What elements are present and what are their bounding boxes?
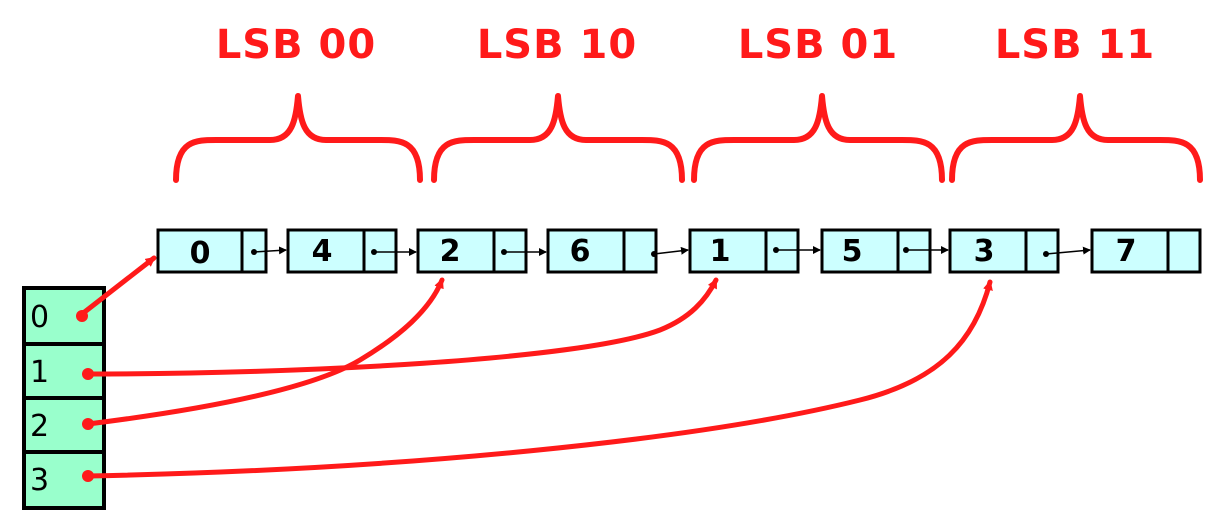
group-label-lsb-00: LSB 00	[216, 22, 376, 68]
next-arrow	[1045, 246, 1091, 255]
list-node: 2	[416, 228, 528, 274]
list-node: 5	[820, 228, 932, 274]
node-value: 3	[974, 234, 995, 269]
next-arrow	[653, 246, 689, 255]
list-node: 0	[156, 228, 268, 274]
index-label-1: 1	[30, 355, 49, 390]
next-arrow	[253, 246, 287, 255]
next-pointer-arrows	[253, 246, 1091, 256]
brace-lsb-11	[949, 93, 1203, 183]
brace-lsb-00	[173, 93, 423, 183]
node-value: 0	[190, 236, 211, 271]
group-label-lsb-01: LSB 01	[738, 22, 898, 68]
node-value: 6	[570, 234, 591, 269]
list-node: 4	[286, 228, 398, 274]
list-node: 7	[1090, 228, 1202, 274]
bucket-pointer-1	[85, 277, 719, 377]
brace-lsb-10	[431, 93, 685, 183]
bucket-pointer-0	[79, 255, 157, 317]
list-node: 3	[948, 228, 1060, 274]
linked-list: 0 4 2 6 1 5	[156, 228, 1202, 274]
index-label-0: 0	[30, 300, 49, 335]
node-value: 7	[1116, 234, 1137, 269]
node-value: 2	[440, 234, 461, 269]
node-value: 5	[842, 234, 863, 269]
bucket-pointer-3	[85, 279, 993, 479]
bucket-pointer-2	[85, 277, 445, 427]
group-label-lsb-10: LSB 10	[477, 22, 637, 68]
list-node: 1	[688, 228, 800, 274]
index-label-3: 3	[30, 463, 49, 498]
node-value: 1	[710, 234, 731, 269]
bucket-head-pointers	[79, 255, 993, 479]
group-label-lsb-11: LSB 11	[995, 22, 1155, 68]
list-node: 6	[546, 228, 658, 274]
group-braces	[173, 93, 1203, 183]
brace-lsb-01	[691, 93, 945, 183]
bucket-pointer-origins	[76, 310, 94, 482]
group-labels: LSB 00 LSB 10 LSB 01 LSB 11	[216, 22, 1155, 68]
node-value: 4	[312, 234, 333, 269]
index-label-2: 2	[30, 409, 49, 444]
